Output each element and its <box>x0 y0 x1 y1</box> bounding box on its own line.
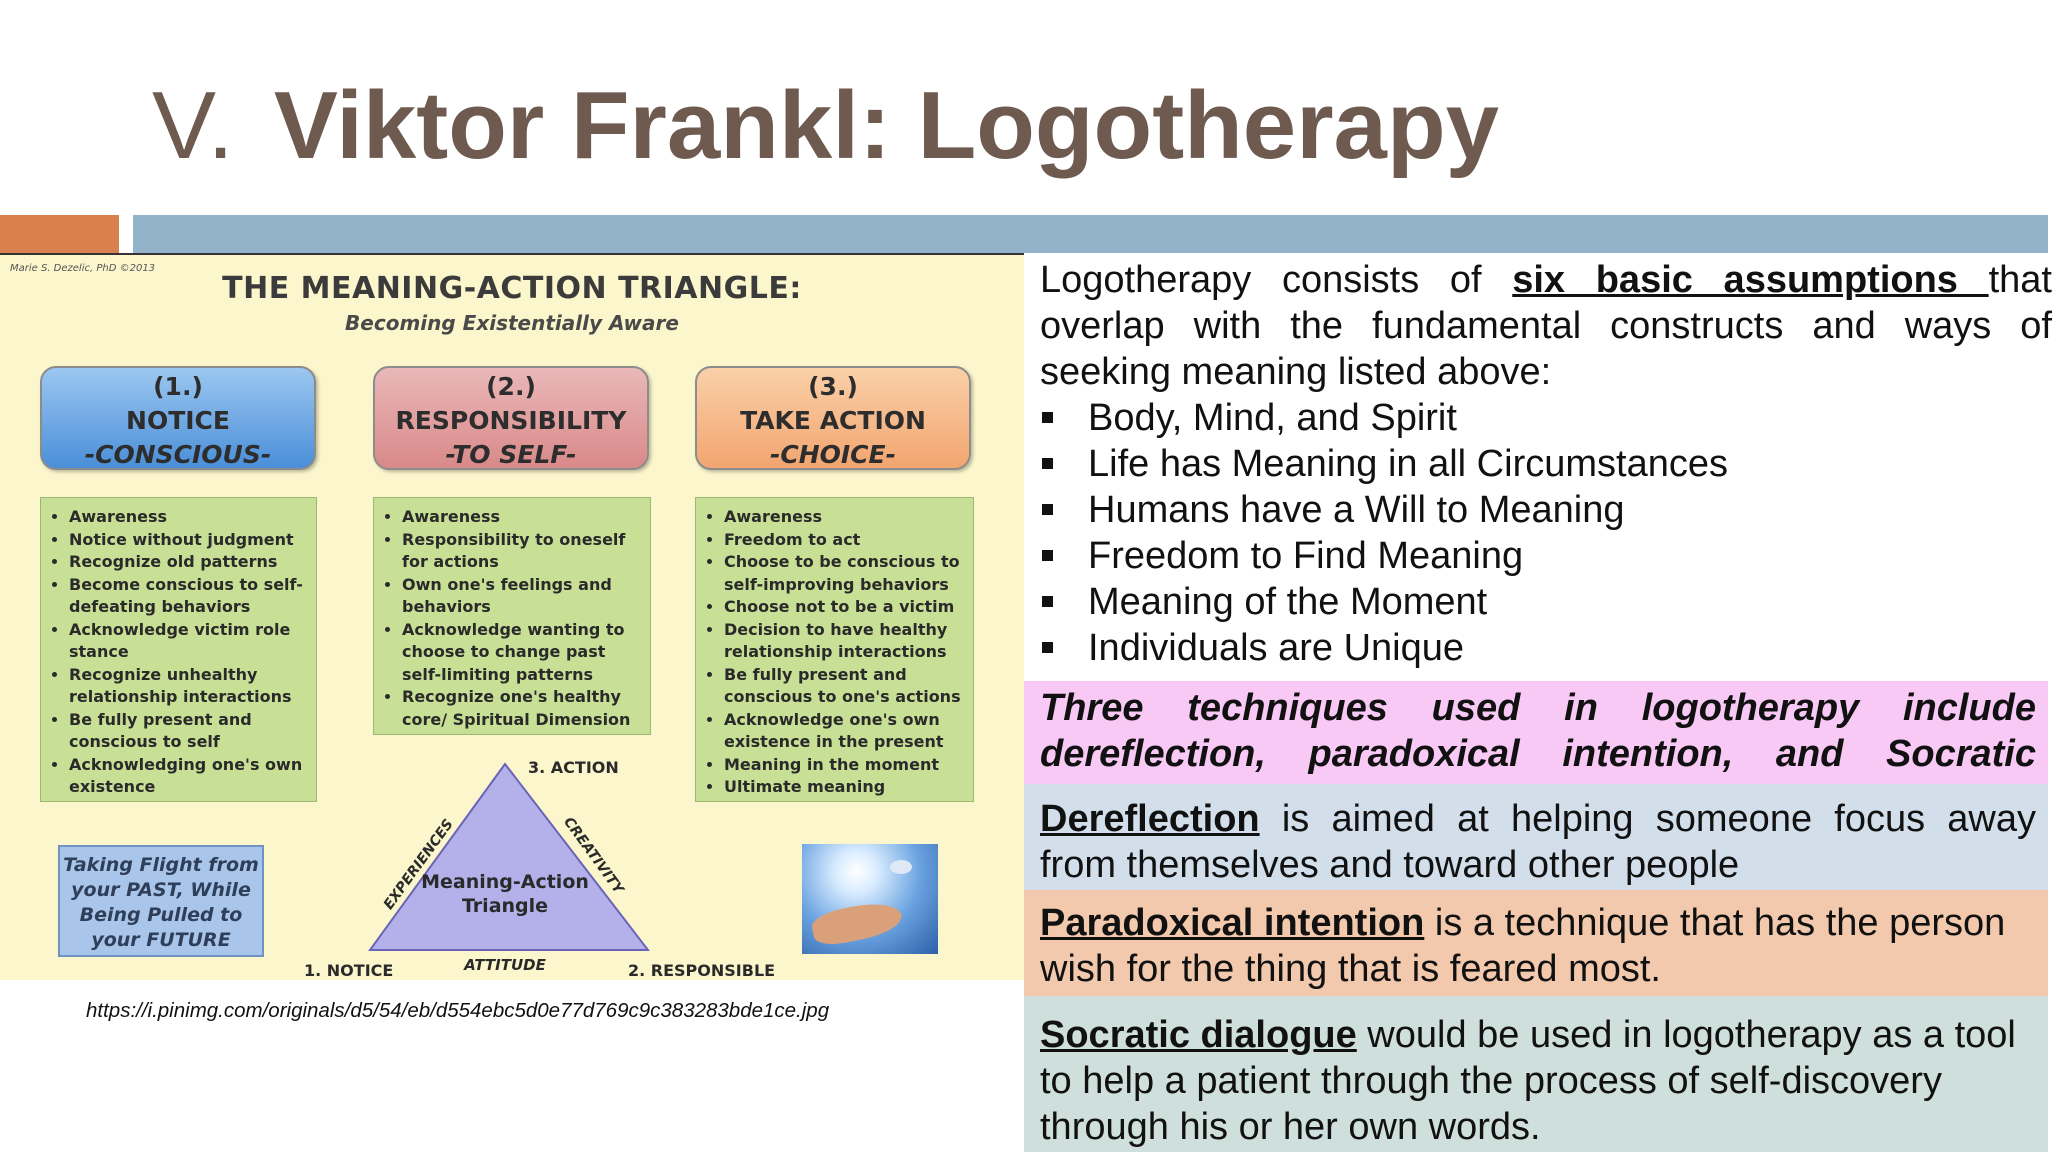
triangle-center-line2: Triangle <box>462 895 548 917</box>
infographic-credit: Marie S. Dezelic, PhD ©2013 <box>10 263 156 274</box>
list-item: Acknowledge wanting to choose to change … <box>402 619 644 687</box>
taking-flight-box: Taking Flight from your PAST, While Bein… <box>58 845 264 957</box>
technique-paradoxical-intention: Paradoxical intention is a technique tha… <box>1024 890 2048 996</box>
list-item: Be fully present and conscious to self <box>69 709 310 754</box>
assumption-item: Meaning of the Moment <box>1040 579 2040 625</box>
list-item: Awareness <box>402 506 644 529</box>
header-name: TAKE ACTION <box>740 406 926 435</box>
techniques-intro: Three techniques used in logotherapy inc… <box>1024 681 2048 784</box>
assumption-item: Body, Mind, and Spirit <box>1040 395 2040 441</box>
triangle-bottom-left-label: 1. NOTICE <box>304 961 393 980</box>
infographic-subtitle: Becoming Existentially Aware <box>345 311 679 335</box>
accent-bar-blue <box>133 215 2048 253</box>
assumption-item: Humans have a Will to Meaning <box>1040 487 2040 533</box>
triangle-center-line1: Meaning-Action <box>421 871 589 893</box>
list-item: Be fully present and conscious to one's … <box>724 664 967 709</box>
accent-bar-orange <box>0 215 119 253</box>
list-item: Choose not to be a victim <box>724 596 967 619</box>
triangle-bottom-right-label: 2. RESPONSIBLE <box>628 961 775 980</box>
technique-term: Paradoxical intention <box>1040 902 1425 944</box>
technique-dereflection: Dereflection is aimed at helping someone… <box>1024 784 2048 890</box>
header-responsibility: (2.) RESPONSIBILITY -TO SELF- <box>373 366 649 470</box>
technique-desc: is a technique that has the person wish … <box>1040 902 2006 990</box>
assumptions-list: Body, Mind, and Spirit Life has Meaning … <box>1040 395 2040 671</box>
list-item: Choose to be conscious to self-improving… <box>724 551 967 596</box>
responsibility-list: Awareness Responsibility to oneself for … <box>373 497 651 735</box>
list-item: Awareness <box>724 506 967 529</box>
photo-butterfly <box>890 860 912 874</box>
assumption-item: Life has Meaning in all Circumstances <box>1040 441 2040 487</box>
hand-butterfly-photo <box>802 844 938 954</box>
source-url: https://i.pinimg.com/originals/d5/54/eb/… <box>86 999 830 1022</box>
title-text: Viktor Frankl: Logotherapy <box>273 72 1499 179</box>
list-item: Acknowledge victim role stance <box>69 619 310 664</box>
header-sub: -TO SELF- <box>445 440 577 469</box>
list-item: Notice without judgment <box>69 529 310 552</box>
take-action-list: Awareness Freedom to act Choose to be co… <box>695 497 974 802</box>
list-item: Acknowledging one's own existence <box>69 754 310 799</box>
list-item: Freedom to act <box>724 529 967 552</box>
triangle-top-label: 3. ACTION <box>528 758 619 777</box>
list-item: Own one's feelings and behaviors <box>402 574 644 619</box>
meaning-action-triangle: 3. ACTION Meaning-Action Triangle EXPERI… <box>304 758 775 980</box>
header-name: RESPONSIBILITY <box>395 406 627 435</box>
slide-title: V. Viktor Frankl: Logotherapy <box>152 68 1499 183</box>
list-item: Become conscious to self-defeating behav… <box>69 574 310 619</box>
list-item: Recognize unhealthy relationship interac… <box>69 664 310 709</box>
triangle-shape <box>368 762 651 951</box>
assumption-item: Freedom to Find Meaning <box>1040 533 2040 579</box>
meaning-action-triangle-infographic: Marie S. Dezelic, PhD ©2013 THE MEANING-… <box>0 253 1024 980</box>
intro-after: that overlap with the fundamental constr… <box>1040 259 2052 393</box>
intro-paragraph: Logotherapy consists of six basic assump… <box>1040 257 2052 395</box>
list-item: Acknowledge one's own existence in the p… <box>724 709 967 754</box>
list-item: Recognize old patterns <box>69 551 310 574</box>
photo-hand <box>809 897 905 949</box>
header-take-action: (3.) TAKE ACTION -CHOICE- <box>695 366 971 470</box>
technique-term: Socratic dialogue <box>1040 1014 1357 1056</box>
intro-before: Logotherapy consists of <box>1040 259 1513 301</box>
header-number: (2.) <box>486 372 536 401</box>
technique-desc: is aimed at helping someone focus away f… <box>1040 798 2036 886</box>
section-number: V. <box>152 72 234 179</box>
header-notice: (1.) NOTICE -CONSCIOUS- <box>40 366 316 470</box>
right-text-panel: Logotherapy consists of six basic assump… <box>1024 253 2052 1152</box>
technique-term: Dereflection <box>1040 798 1260 840</box>
header-sub: -CHOICE- <box>769 440 896 469</box>
header-sub: -CONSCIOUS- <box>84 440 272 469</box>
list-item: Ultimate meaning <box>724 776 967 799</box>
technique-desc: would be used in logotherapy as a tool t… <box>1040 1014 2016 1148</box>
notice-list: Awareness Notice without judgment Recogn… <box>40 497 317 802</box>
intro-emphasis: six basic assumptions <box>1512 259 1989 301</box>
assumption-item: Individuals are Unique <box>1040 625 2040 671</box>
list-item: Recognize one's healthy core/ Spiritual … <box>402 686 644 731</box>
list-item: Decision to have healthy relationship in… <box>724 619 967 664</box>
infographic-title: THE MEANING-ACTION TRIANGLE: <box>222 271 802 306</box>
list-item: Meaning in the moment <box>724 754 967 777</box>
header-number: (1.) <box>153 372 203 401</box>
technique-socratic-dialogue: Socratic dialogue would be used in logot… <box>1024 996 2048 1152</box>
header-number: (3.) <box>808 372 858 401</box>
triangle-bottom-side-label: ATTITUDE <box>463 956 546 974</box>
list-item: Responsibility to oneself for actions <box>402 529 644 574</box>
header-name: NOTICE <box>126 406 230 435</box>
list-item: Awareness <box>69 506 310 529</box>
